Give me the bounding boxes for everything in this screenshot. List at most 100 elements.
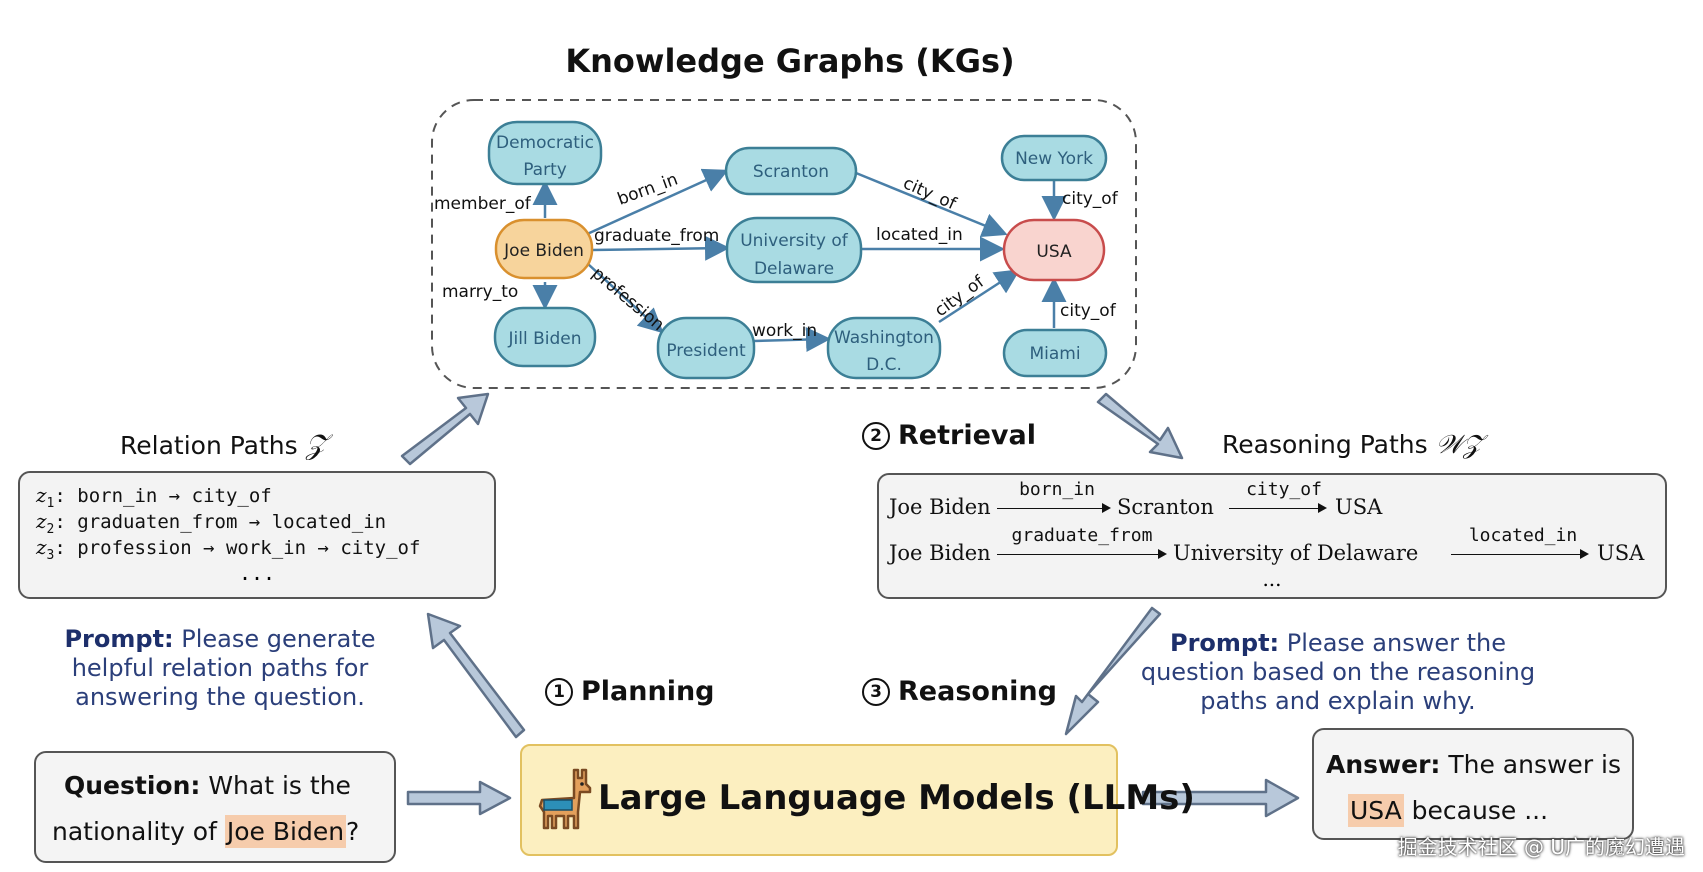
answer-text: because ... bbox=[1403, 796, 1549, 825]
reasoning-path-arrow bbox=[997, 503, 1111, 513]
stage-retrieval: 2 Retrieval bbox=[862, 420, 1036, 451]
llm-label: Large Language Models (LLMs) bbox=[598, 778, 1195, 818]
node-label: USA bbox=[1036, 242, 1072, 262]
edge-label-city-of-miami: city_of bbox=[1060, 301, 1117, 321]
node-label: Miami bbox=[1029, 344, 1080, 364]
stage-name: Reasoning bbox=[898, 676, 1057, 707]
reasoning-path-relation: city_of bbox=[1246, 479, 1322, 500]
edge-label-profession: profession bbox=[588, 264, 668, 336]
edge-profession bbox=[587, 263, 664, 334]
reasoning-path-end: USA bbox=[1335, 495, 1383, 519]
stage-number: 1 bbox=[545, 678, 573, 706]
relation-paths-panel: z1: born_in → city_of z2: graduaten_from… bbox=[18, 471, 496, 599]
arrow-llm-to-relation-paths bbox=[426, 612, 526, 739]
node-joe-biden: Joe Biden bbox=[494, 218, 594, 280]
reasoning-path-mid: Scranton bbox=[1117, 495, 1214, 519]
relation-path-row: z2: graduaten_from → located_in bbox=[36, 509, 387, 537]
question-text: ? bbox=[346, 817, 360, 846]
node-label: Washington bbox=[834, 328, 934, 348]
answer-highlight: USA bbox=[1348, 794, 1404, 827]
reasoning-path-relation: graduate_from bbox=[1011, 525, 1153, 546]
reasoning-path-start: Joe Biden bbox=[889, 541, 991, 565]
reasoning-paths-panel: Joe Biden born_in Scranton city_of USA J… bbox=[877, 473, 1667, 599]
relation-paths-heading: Relation Paths 𝒵 bbox=[120, 428, 327, 462]
reasoning-paths-ellipsis: ... bbox=[1262, 567, 1282, 591]
question-highlight: Joe Biden bbox=[224, 815, 347, 848]
answer-line-2: USA because ... bbox=[1348, 794, 1549, 827]
node-miami: Miami bbox=[1002, 328, 1108, 378]
arrow-kg-to-reasoning-paths bbox=[1096, 392, 1184, 460]
question-label: Question: bbox=[64, 771, 201, 800]
stage-name: Planning bbox=[581, 676, 715, 707]
relation-paths-symbol: 𝒵 bbox=[305, 428, 327, 461]
edge-born-in bbox=[584, 168, 729, 237]
node-label: University of bbox=[740, 231, 849, 251]
node-label: New York bbox=[1015, 149, 1093, 169]
node-jill-biden: Jill Biden bbox=[493, 306, 597, 368]
question-line-1: Question: What is the bbox=[64, 771, 351, 800]
edge-label-born-in: born_in bbox=[615, 169, 681, 209]
node-new-york: New York bbox=[1000, 134, 1108, 182]
reasoning-path-arrow bbox=[1229, 503, 1327, 513]
edge-label-city-of-scranton: city_of bbox=[900, 173, 960, 214]
arrow-question-to-llm bbox=[406, 780, 512, 816]
edge-label-graduate-from: graduate_from bbox=[594, 226, 719, 246]
kg-region bbox=[431, 99, 1137, 389]
reasoning-path-arrow bbox=[1451, 549, 1589, 559]
node-label: Democratic bbox=[496, 133, 594, 153]
relation-paths-ellipsis: ... bbox=[238, 561, 276, 585]
question-text: nationality of bbox=[52, 817, 225, 846]
node-label: Party bbox=[523, 160, 567, 180]
kg-title: Knowledge Graphs (KGs) bbox=[565, 42, 1014, 80]
reasoning-path-relation: born_in bbox=[1019, 479, 1095, 500]
edge-label-member-of: member_of bbox=[434, 194, 532, 214]
reasoning-paths-heading-text: Reasoning Paths bbox=[1222, 430, 1428, 459]
question-text: What is the bbox=[200, 771, 351, 800]
arrow-reasoning-to-llm bbox=[1064, 606, 1162, 736]
reasoning-paths-heading: Reasoning Paths 𝒲𝒵 bbox=[1222, 430, 1483, 461]
node-usa: USA bbox=[1002, 218, 1106, 282]
reasoning-prompt: Prompt: Please answer the question based… bbox=[1140, 629, 1536, 715]
stage-name: Retrieval bbox=[898, 420, 1036, 451]
reasoning-path-relation: located_in bbox=[1468, 525, 1578, 546]
edge-graduate-from bbox=[591, 235, 730, 261]
answer-box: Answer: The answer is USA because ... bbox=[1312, 728, 1634, 840]
reasoning-path-end: USA bbox=[1597, 541, 1645, 565]
relation-paths-heading-text: Relation Paths bbox=[120, 431, 298, 460]
node-president: President bbox=[656, 316, 756, 380]
node-label: Joe Biden bbox=[503, 241, 584, 261]
question-box: Question: What is the nationality of Joe… bbox=[34, 751, 396, 863]
reasoning-path-start: Joe Biden bbox=[889, 495, 991, 519]
reasoning-paths-symbol: 𝒲𝒵 bbox=[1435, 430, 1483, 460]
watermark: 掘金技术社区 @ U广的魔幻遭遇 bbox=[1397, 835, 1685, 859]
edge-label-work-in: work_in bbox=[752, 321, 817, 341]
node-label: D.C. bbox=[866, 355, 902, 375]
edge-label-marry-to: marry_to bbox=[442, 282, 518, 302]
stage-planning: 1 Planning bbox=[545, 676, 715, 707]
answer-text: The answer is bbox=[1440, 750, 1622, 779]
node-washington-dc: Washington D.C. bbox=[826, 316, 942, 380]
question-line-2: nationality of Joe Biden? bbox=[52, 815, 360, 848]
edge-label-located-in: located_in bbox=[876, 225, 963, 245]
node-label: Delaware bbox=[754, 259, 834, 279]
edge-city-of-dc bbox=[938, 269, 1021, 324]
node-democratic-party: Democratic Party bbox=[487, 120, 603, 186]
node-label: Scranton bbox=[753, 162, 829, 182]
relation-path-row: z1: born_in → city_of bbox=[36, 483, 272, 511]
arrow-llm-to-answer bbox=[1141, 778, 1300, 818]
node-university-of-delaware: University of Delaware bbox=[725, 216, 863, 284]
reasoning-path-arrow bbox=[997, 549, 1167, 559]
answer-label: Answer: bbox=[1326, 750, 1441, 779]
relation-path-row: z3: profession → work_in → city_of bbox=[36, 535, 421, 563]
llama-icon bbox=[538, 768, 592, 830]
stage-number: 2 bbox=[862, 422, 890, 450]
edge-city-of-scranton bbox=[855, 171, 1008, 238]
node-label: President bbox=[666, 341, 746, 361]
edge-work-in bbox=[753, 327, 831, 353]
arrow-to-kg bbox=[400, 392, 490, 466]
edge-label-city-of-ny: city_of bbox=[1062, 189, 1119, 209]
node-scranton: Scranton bbox=[724, 146, 858, 196]
node-label: Jill Biden bbox=[508, 329, 582, 349]
